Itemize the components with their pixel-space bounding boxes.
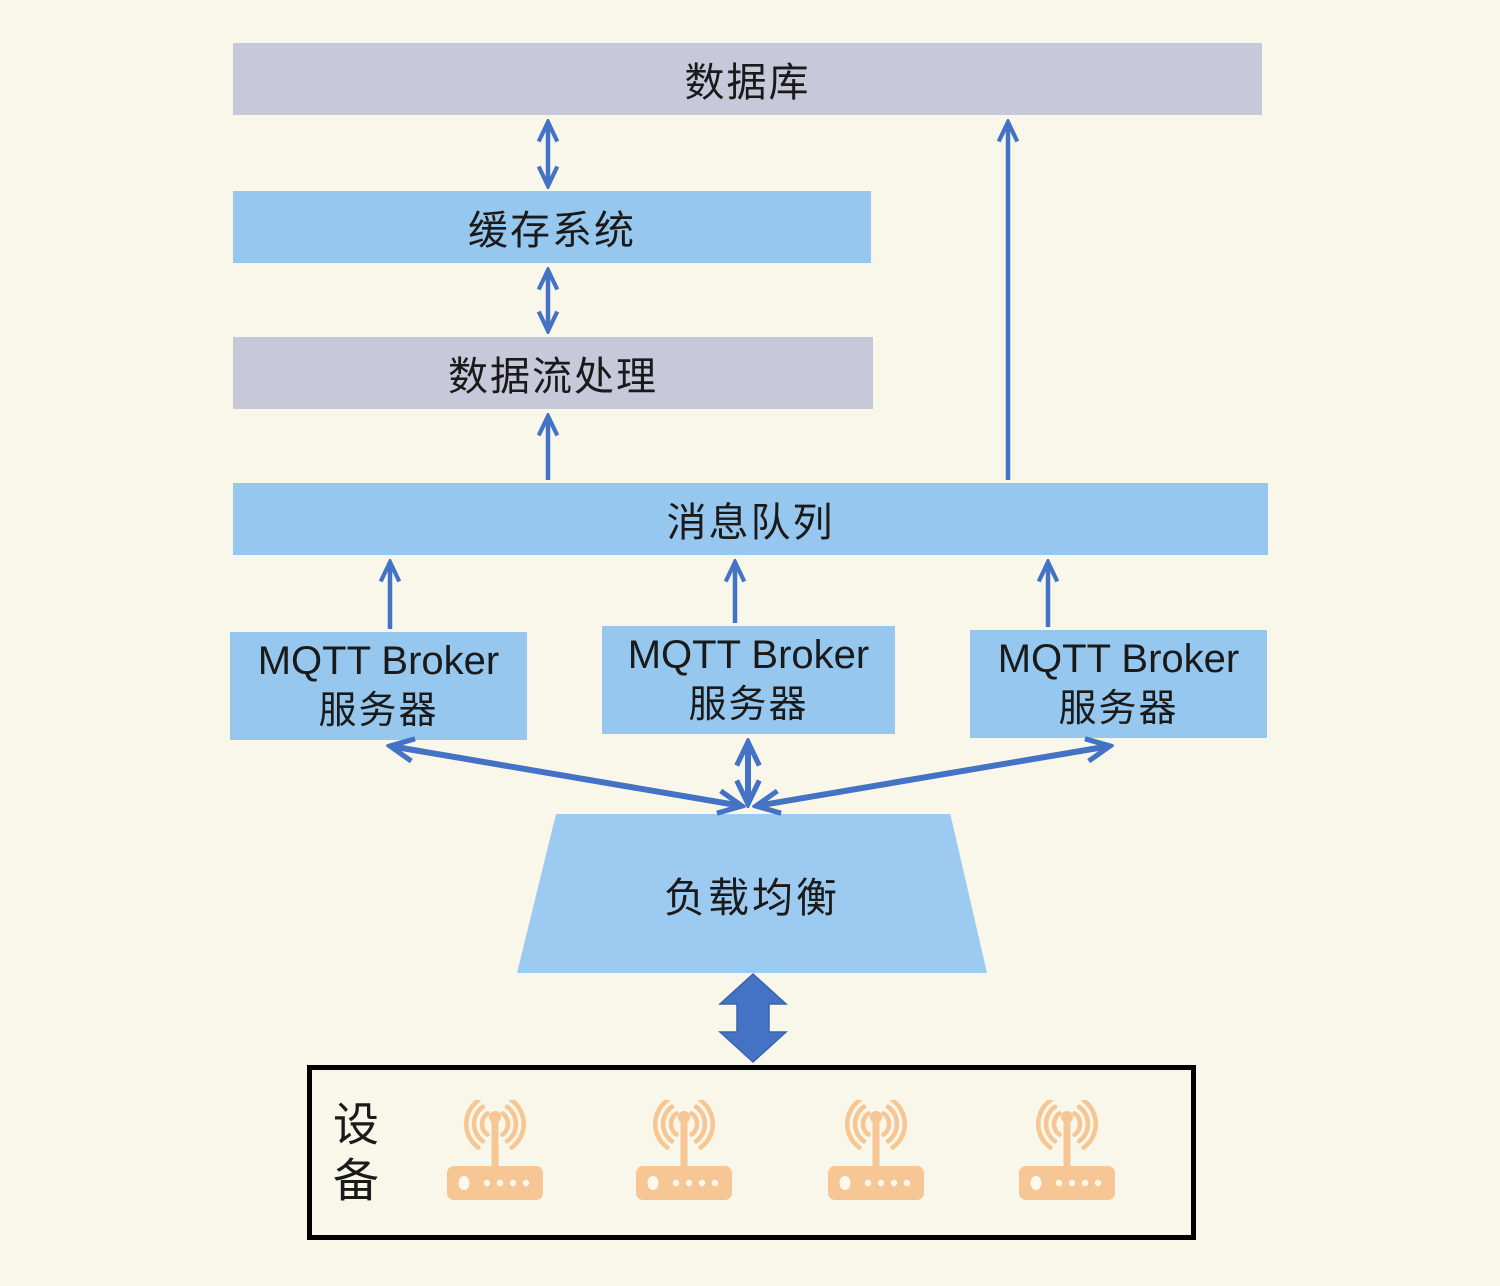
- broker-3-title: MQTT Broker: [997, 637, 1240, 682]
- node-cache-system: 缓存系统: [233, 191, 871, 263]
- node-cache-system-label: 缓存系统: [468, 209, 636, 253]
- broker-1-subtitle: 服务器: [318, 690, 439, 733]
- wifi-router-icon: [828, 1100, 924, 1200]
- devices-box: [307, 1065, 1196, 1240]
- arrow-lb-broker1: [390, 746, 742, 806]
- wifi-router-icon: [636, 1100, 732, 1200]
- node-message-queue-label: 消息队列: [666, 501, 835, 545]
- node-load-balancer: 负载均衡: [517, 814, 987, 973]
- node-database: 数据库: [233, 43, 1262, 115]
- broker-2-subtitle: 服务器: [688, 684, 809, 727]
- node-stream-processing-label: 数据流处理: [448, 355, 658, 399]
- wifi-router-icon: [447, 1100, 543, 1200]
- node-mqtt-broker-2: MQTT Broker 服务器: [602, 626, 895, 734]
- node-database-label: 数据库: [684, 61, 811, 105]
- broker-2-title: MQTT Broker: [627, 633, 870, 678]
- node-stream-processing: 数据流处理: [233, 337, 873, 409]
- broker-3-subtitle: 服务器: [1058, 688, 1179, 731]
- node-message-queue: 消息队列: [233, 483, 1268, 555]
- broker-1-title: MQTT Broker: [257, 639, 500, 684]
- wifi-router-icon: [1019, 1100, 1115, 1200]
- node-mqtt-broker-3: MQTT Broker 服务器: [970, 630, 1267, 738]
- thick-double-arrow-lb-devices: [718, 972, 788, 1064]
- node-load-balancer-label: 负载均衡: [664, 874, 840, 921]
- node-mqtt-broker-1: MQTT Broker 服务器: [230, 632, 527, 740]
- arrow-lb-broker3: [756, 746, 1110, 806]
- devices-label: 设备: [327, 1100, 379, 1212]
